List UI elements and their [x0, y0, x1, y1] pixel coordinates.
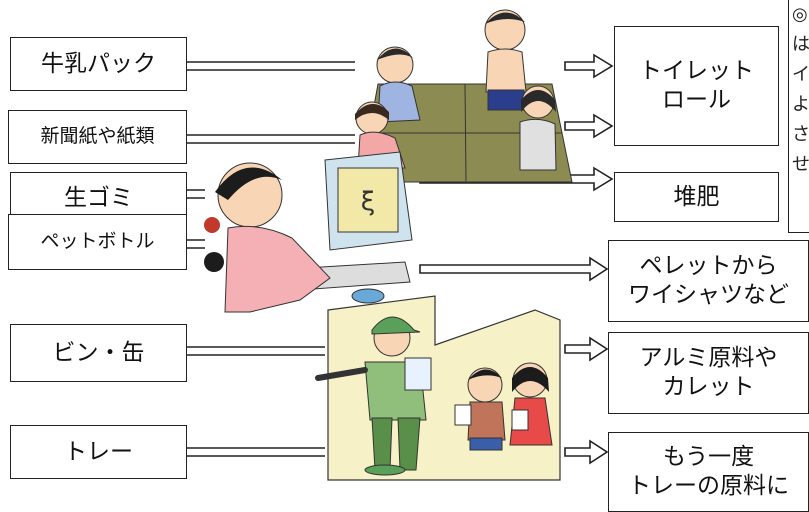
- source-bottles-cans: ビン・缶: [10, 324, 187, 382]
- source-label: トレー: [64, 438, 133, 465]
- destination-pellets: ペレットから ワイシャツなど: [608, 240, 809, 322]
- connector-bottles-cans: [185, 346, 325, 356]
- destination-tray-material: もう一度 トレーの原料に: [608, 432, 809, 512]
- source-label: ビン・缶: [52, 339, 145, 366]
- destination-line2: ワイシャツなど: [628, 282, 789, 308]
- source-label: 生ゴミ: [64, 184, 133, 211]
- source-label: ペットボトル: [40, 230, 155, 253]
- destination-line1: ペレットから: [639, 253, 778, 280]
- connector-pet-bottle: [185, 239, 205, 249]
- arrow-to-tray-material: [564, 439, 609, 465]
- recycling-staff-illustration: [315, 295, 561, 481]
- destination-line2: カレット: [662, 374, 755, 400]
- connector-tray: [185, 447, 325, 457]
- destination-line1: 堆肥: [673, 183, 720, 210]
- destination-line1: アルミ原料や: [639, 345, 778, 372]
- side-note: ◎ は イ よ さ せ: [788, 0, 809, 233]
- source-newspaper: 新聞紙や紙類: [8, 110, 187, 164]
- destination-line2: ロール: [662, 87, 731, 113]
- source-milk-pack: 牛乳パック: [10, 37, 187, 91]
- arrow-to-pellets: [419, 256, 609, 282]
- destination-aluminum: アルミ原料や カレット: [608, 332, 809, 414]
- arrow-to-aluminum: [564, 336, 609, 362]
- source-tray: トレー: [10, 425, 187, 479]
- connector-milk-pack: [185, 61, 355, 71]
- destination-line1: トイレット: [639, 58, 754, 85]
- destination-line1: もう一度: [662, 444, 755, 471]
- destination-compost: 堆肥: [614, 172, 779, 222]
- girl-at-computer-illustration: ξ: [204, 151, 413, 313]
- source-pet-bottle: ペットボトル: [8, 214, 187, 270]
- source-label: 新聞紙や紙類: [40, 125, 155, 148]
- arrow-to-toilet-roll: [564, 53, 614, 79]
- arrow-to-toilet-roll-2: [564, 113, 614, 139]
- destination-toilet-roll: トイレット ロール: [614, 26, 779, 146]
- connector-food-waste: [185, 189, 205, 199]
- svg-text:ξ: ξ: [361, 187, 376, 217]
- source-label: 牛乳パック: [41, 50, 156, 77]
- destination-line2: トレーの原料に: [628, 473, 789, 499]
- connector-newspaper: [185, 134, 355, 144]
- children-on-mat-illustration: [355, 9, 573, 183]
